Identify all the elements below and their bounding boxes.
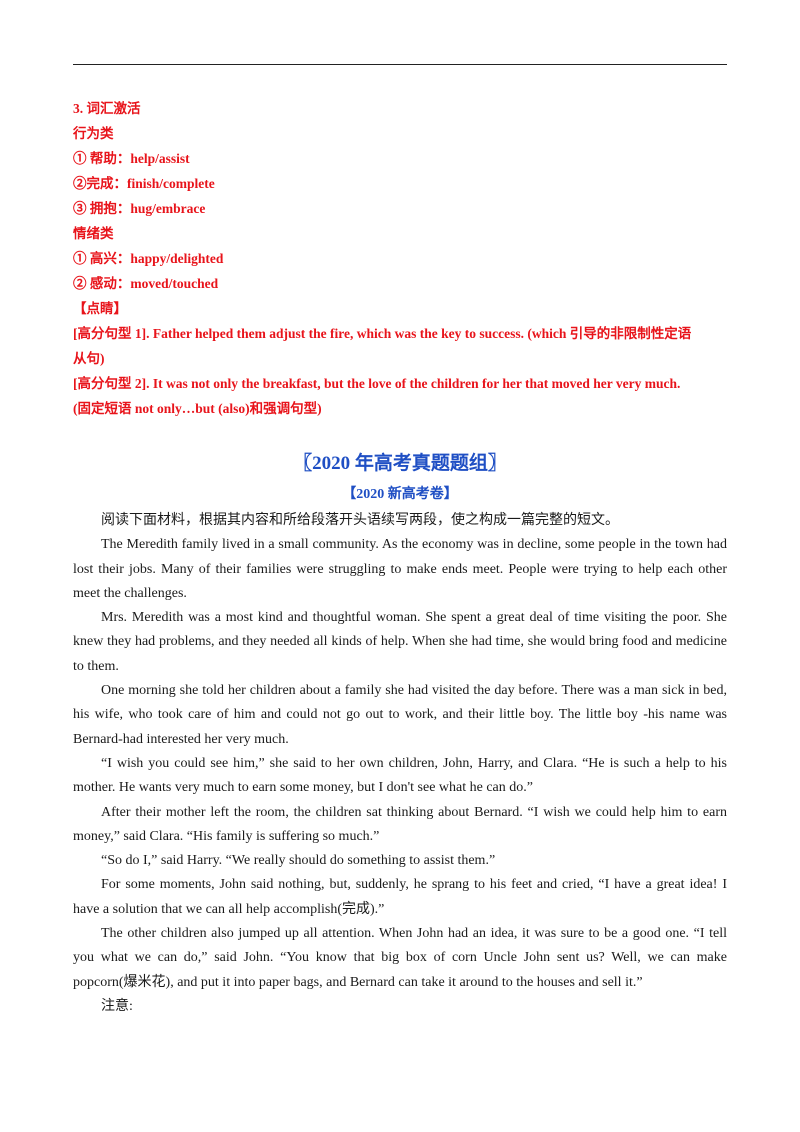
section-subtitle: 【2020 新高考卷】 [342, 487, 458, 502]
vocab-item: ② 感动：moved/touched [73, 276, 219, 291]
passage-paragraph: The Meredith family lived in a small com… [73, 537, 727, 601]
passage-paragraph: “So do I,” said Harry. “We really should… [101, 853, 496, 869]
vocab-item: ②完成：finish/complete [73, 176, 215, 191]
category-behavior: 行为类 [73, 126, 114, 141]
sentence-pattern-1-line1: [高分句型 1]. Father helped them adjust the … [73, 326, 692, 341]
note-label: 注意: [101, 998, 133, 1014]
passage-paragraph: “I wish you could see him,” she said to … [73, 755, 727, 796]
category-emotion: 情绪类 [73, 226, 114, 241]
passage-paragraph: Mrs. Meredith was a most kind and though… [73, 610, 727, 674]
passage-paragraph: After their mother left the room, the ch… [73, 804, 727, 844]
passage-paragraph: The other children also jumped up all at… [73, 926, 727, 990]
passage-paragraph: One morning she told her children about … [73, 683, 727, 747]
sentence-pattern-1-line2: 从句) [73, 351, 105, 366]
vocab-heading: 3. 词汇激活 [73, 101, 141, 116]
sentence-pattern-2-line2: (固定短语 not only…but (also)和强调句型) [73, 401, 322, 416]
header-rule [73, 64, 727, 65]
sentence-pattern-2-line1: [高分句型 2]. It was not only the breakfast,… [73, 376, 681, 391]
passage: 阅读下面材料，根据其内容和所给段落开头语续写两段，使之构成一篇完整的短文。 Th… [73, 509, 727, 1019]
section-title: 〖2020 年高考真题题组〗 [293, 453, 507, 474]
vocab-item: ① 帮助：help/assist [73, 151, 190, 166]
passage-paragraph: For some moments, John said nothing, but… [73, 877, 727, 917]
instruction-paragraph: 阅读下面材料，根据其内容和所给段落开头语续写两段，使之构成一篇完整的短文。 [101, 513, 619, 528]
vocabulary-section: 3. 词汇激活 行为类 ① 帮助：help/assist ②完成：finish/… [73, 96, 727, 421]
vocab-item: ③ 拥抱：hug/embrace [73, 201, 206, 216]
highlight-label: 【点睛】 [73, 301, 127, 316]
vocab-item: ① 高兴：happy/delighted [73, 251, 224, 266]
